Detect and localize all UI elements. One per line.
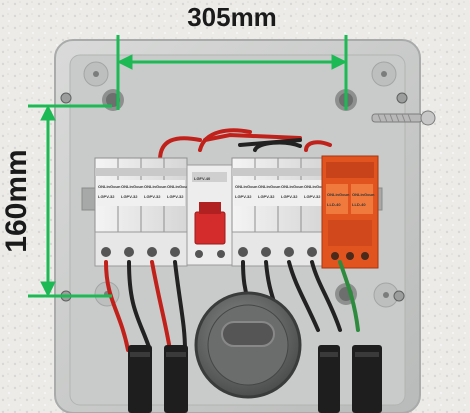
breaker-model-label: LGPV-32 bbox=[281, 194, 298, 199]
dc-breaker-model-label: LGFV-40 bbox=[194, 176, 211, 181]
breaker-group-left: ONLinGoun LGPV-32 ONLinGoun LGPV-32 ONLi… bbox=[94, 157, 190, 267]
breaker-brand-label: ONLinGoun bbox=[258, 184, 281, 189]
breaker-model-label: LGPV-32 bbox=[258, 194, 275, 199]
screw-icon bbox=[371, 110, 436, 126]
breaker-brand-label: ONLinGoun bbox=[98, 184, 121, 189]
screw-icon bbox=[60, 92, 408, 302]
width-dimension-label: 305mm bbox=[187, 2, 277, 32]
breaker-brand-label: ONLinGoun bbox=[144, 184, 167, 189]
cable-icon bbox=[104, 260, 360, 352]
breaker-model-label: LGPV-32 bbox=[304, 194, 321, 199]
dc-breaker: LGFV-40 bbox=[186, 164, 233, 266]
cable-icon bbox=[158, 128, 332, 162]
breaker-model-label: LGPV-32 bbox=[144, 194, 161, 199]
height-dimension bbox=[28, 104, 112, 298]
breaker-brand-label: ONLinGoun bbox=[304, 184, 327, 189]
breaker-model-label: LGPV-32 bbox=[98, 194, 115, 199]
breaker-brand-label: ONLinGoun bbox=[235, 184, 258, 189]
breaker-model-label: LGPV-32 bbox=[167, 194, 184, 199]
spd-model-label: LLD-40 bbox=[327, 202, 341, 207]
gland-icon bbox=[194, 291, 302, 399]
screw-icon bbox=[83, 61, 399, 308]
width-dimension bbox=[116, 35, 348, 110]
surge-protector: ONLinGoun LLD-40 ONLinGoun LLD-40 bbox=[321, 155, 379, 269]
height-dimension-label: 160mm bbox=[0, 149, 33, 252]
breaker-brand-label: ONLinGoun bbox=[121, 184, 144, 189]
breaker-group-right: ONLinGoun LGPV-32 ONLinGoun LGPV-32 ONLi… bbox=[231, 157, 327, 267]
spd-model-label: LLD-40 bbox=[352, 202, 366, 207]
breaker-brand-label: ONLinGoun bbox=[167, 184, 190, 189]
breaker-model-label: LGPV-32 bbox=[121, 194, 138, 199]
breaker-model-label: LGPV-32 bbox=[235, 194, 252, 199]
breaker-brand-label: ONLinGoun bbox=[281, 184, 304, 189]
spd-brand-label: ONLinGoun bbox=[327, 192, 350, 197]
spd-brand-label: ONLinGoun bbox=[352, 192, 375, 197]
mc4-connectors bbox=[128, 345, 382, 413]
